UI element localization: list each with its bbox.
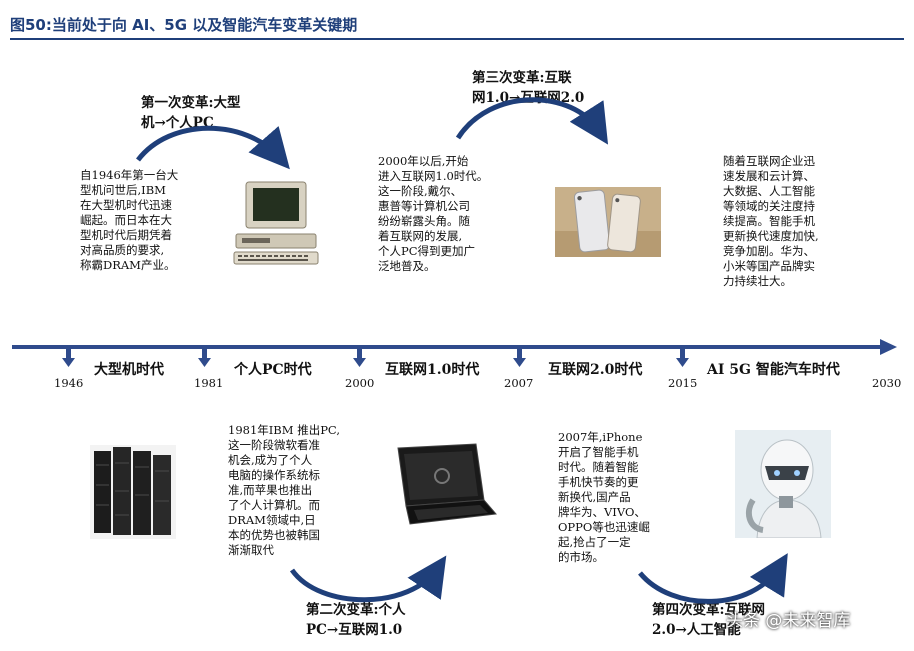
era-label-pc: 个人PC时代 [234,362,312,378]
description-line: 个人PC得到更加广 [378,244,476,258]
description-line: 大数据、人工智能 [723,184,815,198]
robot-image [735,430,831,538]
description-line: 本的优势也被韩国 [228,528,320,542]
description-line: 力持续壮大。 [723,274,792,288]
description-line: 起,抢占了一定 [558,535,631,549]
stage-2-title: 第二次变革:个人 PC→互联网1.0 [306,600,405,640]
era-label-internet2: 互联网2.0时代 [548,362,643,378]
stage-1-title-line1: 第一次变革:大型 [141,95,241,111]
description-line: DRAM领域中,日 [228,513,316,527]
description-line: 速发展和云计算、 [723,169,815,183]
tick-marker-2015 [676,347,689,367]
era-label-ai-5g-auto: AI 5G 智能汽车时代 [707,362,840,378]
tick-marker-1981 [198,347,211,367]
description-line: 进入互联网1.0时代。 [378,169,489,183]
year-label-2015: 2015 [668,376,698,390]
arc-arrow-stage-4 [638,553,788,604]
description-line: 开启了智能手机 [558,445,639,459]
description-line: 更新换代速度加快, [723,229,819,243]
tick-marker-1946 [62,347,75,367]
year-label-1981: 1981 [194,376,224,390]
description-line: 型机时代后期凭着 [80,228,172,242]
laptop-image [397,443,497,525]
description-line: 着互联网的发展, [378,229,463,243]
description-ai-era: 随着互联网企业迅 速发展和云计算、 大数据、人工智能 等领域的关注度持 续提高。… [723,154,819,289]
stage-4-title-line1: 第四次变革:互联网 [652,602,765,618]
description-line: 泛地普及。 [378,259,436,273]
mainframe-image [90,445,176,539]
desktop-pc-image [233,181,319,265]
description-internet2-era: 2007年,iPhone 开启了智能手机 时代。随着智能 手机快节奏的更 新换代… [558,430,650,565]
figure-title: 图50:当前处于向 AI、5G 以及智能汽车变革关键期 [10,16,358,34]
description-line: 时代。随着智能 [558,460,639,474]
timeline-arrowhead [880,339,897,355]
description-line: 新换代,国产品 [558,490,631,504]
description-line: 小米等国产品牌实 [723,259,815,273]
tick-marker-2007 [513,347,526,367]
description-line: 对高品质的要求, [80,243,165,257]
description-line: 纷纷崭露头角。随 [378,214,470,228]
description-line: 机会,成为了个人 [228,453,313,467]
description-line: 2000年以后,开始 [378,154,469,168]
description-line: 手机快节奏的更 [558,475,639,489]
description-line: 2007年,iPhone [558,430,643,444]
description-line: 1981年IBM 推出PC, [228,423,340,437]
era-label-internet1: 互联网1.0时代 [385,362,480,378]
stage-2-title-line2: PC→互联网1.0 [306,622,403,638]
stage-4-title: 第四次变革:互联网 2.0→人工智能 [652,600,765,640]
description-line: 崛起。而日本在大 [80,213,172,227]
description-line: 型机问世后,IBM [80,183,166,197]
description-line: 的市场。 [558,550,604,564]
description-line: 在大型机时代迅速 [80,198,172,212]
title-divider [10,38,904,40]
description-line: 自1946年第一台大 [80,168,179,182]
tick-marker-2000 [353,347,366,367]
description-line: 惠普等计算机公司 [378,199,470,213]
stage-3-title-line1: 第三次变革:互联 [472,70,572,86]
description-line: 称霸DRAM产业。 [80,258,176,272]
description-line: 电脑的操作系统标 [228,468,320,482]
description-line: 竞争加剧。华为、 [723,244,815,258]
description-line: 这一阶段,戴尔、 [378,184,463,198]
description-line: 等领域的关注度持 [723,199,815,213]
description-line: OPPO等也迅速崛 [558,520,650,534]
year-label-1946: 1946 [54,376,84,390]
arc-arrow-stage-2 [289,555,447,603]
stage-2-title-line1: 第二次变革:个人 [306,602,406,618]
year-label-2030: 2030 [872,376,902,390]
iphone-image [555,187,661,257]
year-label-2000: 2000 [345,376,375,390]
description-line: 随着互联网企业迅 [723,154,815,168]
arc-arrow-stage-3 [455,97,609,145]
watermark-text: 头条 @未来智库 [726,611,851,631]
stage-4-title-line2: 2.0→人工智能 [652,622,741,638]
description-mainframe-era: 自1946年第一台大 型机问世后,IBM 在大型机时代迅速 崛起。而日本在大 型… [80,168,178,273]
description-line: 准,而苹果也推出 [228,483,313,497]
year-label-2007: 2007 [504,376,534,390]
description-line: 渐渐取代 [228,543,274,557]
era-label-mainframe: 大型机时代 [94,362,164,378]
description-line: 续提高。智能手机 [723,214,815,228]
description-line: 这一阶段微软看准 [228,438,320,452]
arc-arrow-stage-1 [136,125,290,170]
description-line: 了个人计算机。而 [228,498,320,512]
description-pc-era: 1981年IBM 推出PC, 这一阶段微软看准 机会,成为了个人 电脑的操作系统… [228,423,340,558]
description-line: 牌华为、VIVO、 [558,505,646,519]
description-internet1-era: 2000年以后,开始 进入互联网1.0时代。 这一阶段,戴尔、 惠普等计算机公司… [378,154,488,274]
